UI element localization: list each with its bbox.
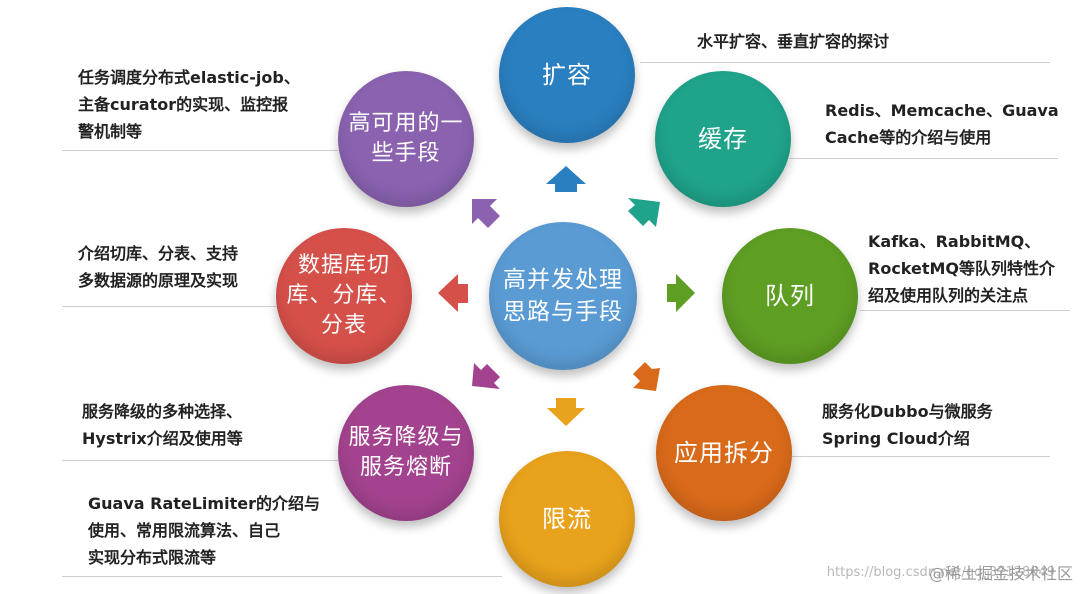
arrow-right-icon — [667, 274, 695, 312]
note-rule-limit — [62, 576, 502, 577]
watermark: @稀土掘金技术社区 — [928, 564, 1073, 583]
arrow-down-left-icon — [472, 363, 500, 389]
topic-db: 数据库切 库、分库、 分表 — [276, 228, 412, 364]
topic-scale-label: 扩容 — [542, 61, 592, 89]
note-db: 介绍切库、分表、支持 多数据源的原理及实现 — [78, 244, 239, 290]
arrow-left-icon — [438, 274, 468, 312]
topic-limit-label: 限流 — [542, 505, 592, 533]
note-rule-queue — [860, 310, 1070, 311]
topic-limit: 限流 — [499, 451, 635, 587]
topic-queue-label: 队列 — [765, 282, 815, 310]
arrow-up-icon — [546, 166, 586, 192]
note-rule-degrade — [62, 460, 338, 461]
note-cache: Redis、Memcache、Guava Cache等的介绍与使用 — [825, 101, 1059, 147]
note-rule-cache — [790, 158, 1058, 159]
topic-cache: 缓存 — [655, 71, 791, 207]
topic-split-label: 应用拆分 — [674, 439, 774, 467]
topic-ha: 高可用的一 些手段 — [338, 71, 474, 207]
arrow-down-icon — [547, 398, 585, 426]
note-rule-scale — [640, 62, 1050, 63]
center-circle: 高并发处理 思路与手段 — [489, 222, 637, 370]
note-limit: Guava RateLimiter的介绍与 使用、常用限流算法、自己 实现分布式… — [88, 494, 320, 567]
note-scale: 水平扩容、垂直扩容的探讨 — [697, 32, 890, 51]
note-rule-ha — [62, 150, 338, 151]
topic-degrade-label: 服务降级与 服务熔断 — [348, 425, 464, 480]
topic-queue: 队列 — [722, 228, 858, 364]
topic-db-label: 数据库切 库、分库、 分表 — [286, 253, 402, 338]
topic-scale: 扩容 — [499, 7, 635, 143]
note-degrade: 服务降级的多种选择、 Hystrix介绍及使用等 — [82, 402, 243, 448]
center-label: 高并发处理 思路与手段 — [503, 267, 623, 325]
topic-split: 应用拆分 — [656, 385, 792, 521]
note-rule-split — [790, 456, 1050, 457]
arrow-up-right-icon — [628, 198, 660, 227]
note-rule-db — [62, 306, 278, 307]
topic-degrade: 服务降级与 服务熔断 — [338, 385, 474, 521]
note-ha: 任务调度分布式elastic-job、 主备curator的实现、监控报 警机制… — [78, 68, 300, 141]
note-split: 服务化Dubbo与微服务 Spring Cloud介绍 — [822, 402, 993, 448]
arrow-up-left-icon — [472, 199, 500, 228]
note-queue: Kafka、RabbitMQ、 RocketMQ等队列特性介 绍及使用队列的关注… — [868, 232, 1056, 305]
arrow-down-right-icon — [633, 362, 660, 391]
topic-ha-label: 高可用的一 些手段 — [348, 111, 464, 166]
topic-cache-label: 缓存 — [698, 125, 748, 153]
watermark-url: https://blog.csdn.net/qq_37128049 — [826, 565, 1055, 580]
